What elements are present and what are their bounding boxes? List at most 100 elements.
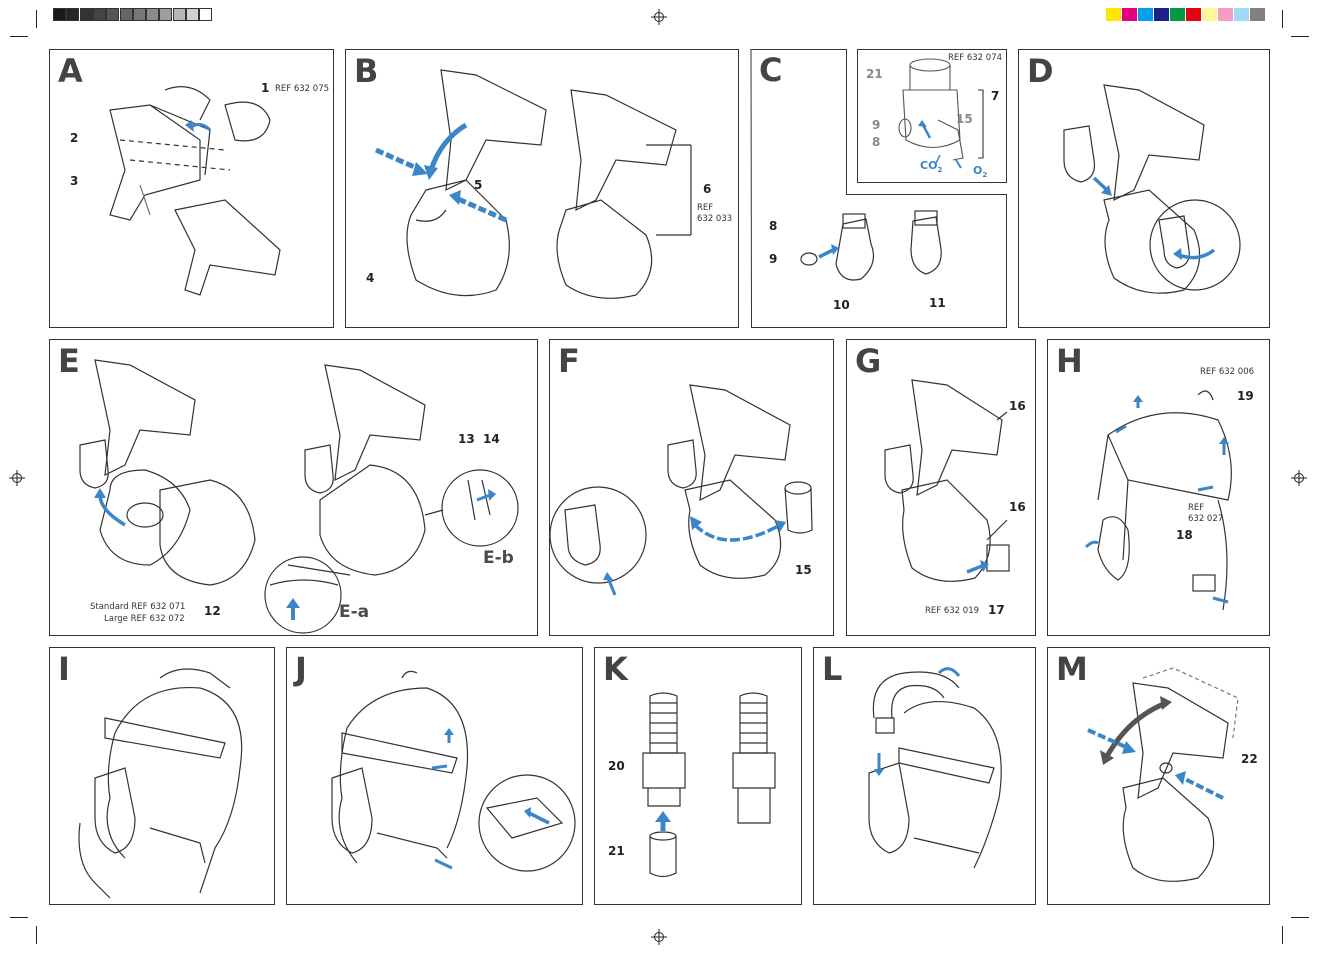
color-swatch bbox=[1122, 8, 1137, 21]
callout-20: 20 bbox=[608, 759, 625, 773]
callout-17: 17 bbox=[988, 603, 1005, 617]
gray-swatch bbox=[119, 8, 133, 21]
sub-step-eb: E-b bbox=[483, 548, 514, 568]
clip-arrow-icon bbox=[966, 560, 989, 574]
gray-swatch bbox=[132, 8, 146, 21]
ref-632-075: REF 632 075 bbox=[275, 84, 330, 94]
panel-j: J bbox=[286, 647, 583, 905]
panel-c-inset: REF 632 074 7 21 9 8 15 CO2 O2 bbox=[857, 49, 1007, 183]
callout-10: 10 bbox=[833, 298, 850, 312]
adjust-arrows-icon bbox=[1087, 696, 1224, 800]
panel-letter: F bbox=[558, 342, 580, 380]
ref-632-006: REF 632 006 bbox=[1200, 367, 1255, 377]
panel-letter: G bbox=[855, 342, 881, 380]
o2-label: O2 bbox=[973, 164, 988, 180]
gray-swatch bbox=[53, 8, 66, 21]
valve-parts-illustration bbox=[800, 210, 942, 281]
panel-g: G 16 16 17 REF 632 019 bbox=[846, 339, 1036, 636]
panel-k: K 20 21 bbox=[594, 647, 802, 905]
connect-arrows-icon bbox=[874, 667, 961, 776]
panel-letter: J bbox=[295, 650, 307, 688]
gray-swatch bbox=[106, 8, 120, 21]
color-swatch bbox=[1170, 8, 1185, 21]
panel-letter: C bbox=[759, 51, 783, 89]
callout-21: 21 bbox=[866, 67, 883, 81]
sub-step-ea: E-a bbox=[339, 602, 370, 622]
valve-attach-illustration bbox=[1063, 84, 1241, 294]
color-swatch bbox=[1234, 8, 1249, 21]
panel-letter: M bbox=[1056, 650, 1088, 688]
panel-c: C 8 9 10 11 bbox=[751, 49, 1007, 328]
valve-cap-illustration bbox=[550, 384, 813, 584]
co2-label: CO2 bbox=[920, 159, 943, 175]
callout-6: 6 bbox=[703, 182, 712, 196]
callout-14: 14 bbox=[483, 432, 500, 446]
panel-b: B 4 5 6 REF 632 033 bbox=[345, 49, 739, 328]
color-swatch bbox=[1186, 8, 1201, 21]
panel-a: A 1 REF 632 075 2 3 bbox=[49, 49, 334, 328]
panel-letter: E bbox=[58, 342, 80, 380]
callout-11: 11 bbox=[929, 296, 946, 310]
registration-mark-right-icon bbox=[1291, 470, 1307, 486]
panel-i: I bbox=[49, 647, 275, 905]
ref-standard: Standard REF 632 071 bbox=[90, 602, 186, 612]
color-swatch bbox=[1106, 8, 1121, 21]
callout-9: 9 bbox=[769, 252, 778, 266]
gray-swatch bbox=[92, 8, 106, 21]
panel-letter: K bbox=[603, 650, 628, 688]
callout-7: 7 bbox=[991, 89, 1000, 103]
callout-3: 3 bbox=[70, 174, 79, 188]
forehead-adjust-illustration bbox=[1122, 667, 1239, 882]
push-arrow-icon bbox=[655, 811, 671, 831]
insert-arrows-icon bbox=[374, 122, 508, 223]
panel-letter: A bbox=[58, 52, 83, 90]
rotate-arrow-icon bbox=[185, 120, 212, 132]
callout-15: 15 bbox=[956, 112, 973, 126]
ref-632-074: REF 632 074 bbox=[948, 53, 1003, 63]
color-swatch bbox=[1250, 8, 1265, 21]
callout-22: 22 bbox=[1241, 752, 1258, 766]
callout-5: 5 bbox=[474, 178, 483, 192]
tube-connection-illustration bbox=[868, 671, 1002, 869]
panel-d: D bbox=[1018, 49, 1270, 328]
callout-8: 8 bbox=[769, 219, 778, 233]
callout-21: 21 bbox=[608, 844, 625, 858]
strap-clip-illustration bbox=[884, 379, 1010, 582]
callout-19: 19 bbox=[1237, 389, 1254, 403]
callout-4: 4 bbox=[366, 271, 375, 285]
callout-13: 13 bbox=[458, 432, 475, 446]
headgear-strap-illustration bbox=[1097, 390, 1232, 611]
ref-632-019: REF 632 019 bbox=[925, 606, 980, 616]
callout-9: 9 bbox=[872, 118, 881, 132]
exhalation-valve-illustration bbox=[898, 58, 984, 161]
cushion-arrows-icon bbox=[94, 488, 496, 620]
cap-arrows-icon bbox=[603, 516, 786, 596]
gray-swatch bbox=[66, 8, 80, 21]
callout-12: 12 bbox=[204, 604, 221, 618]
panel-e: E 12 13 14 Standard REF 632 071 Large RE… bbox=[49, 339, 538, 636]
gray-swatch bbox=[79, 8, 93, 21]
ref-label: REF bbox=[1188, 503, 1205, 513]
color-swatch bbox=[1138, 8, 1153, 21]
tighten-arrows-icon bbox=[431, 728, 550, 870]
callout-15: 15 bbox=[795, 563, 812, 577]
callout-1: 1 bbox=[261, 81, 270, 95]
panel-letter: L bbox=[822, 650, 842, 688]
gray-swatch bbox=[172, 8, 186, 21]
callout-16-top: 16 bbox=[1009, 399, 1026, 413]
airflow-arrows-icon bbox=[918, 120, 962, 169]
panel-l: L bbox=[813, 647, 1036, 905]
color-swatch bbox=[1154, 8, 1169, 21]
panel-f: F 15 bbox=[549, 339, 834, 636]
callout-8: 8 bbox=[872, 135, 881, 149]
panel-letter: B bbox=[354, 52, 378, 90]
panel-letter: D bbox=[1027, 52, 1054, 90]
registration-mark-left-icon bbox=[9, 470, 25, 486]
panel-letter: H bbox=[1056, 342, 1083, 380]
ref-large: Large REF 632 072 bbox=[104, 614, 185, 624]
gray-swatch bbox=[159, 8, 173, 21]
frame-assembly-illustration bbox=[406, 69, 692, 299]
panel-h: H REF 632 006 19 REF 632 027 18 bbox=[1047, 339, 1270, 636]
color-swatch bbox=[1218, 8, 1233, 21]
attach-arrows-icon bbox=[1092, 176, 1216, 260]
